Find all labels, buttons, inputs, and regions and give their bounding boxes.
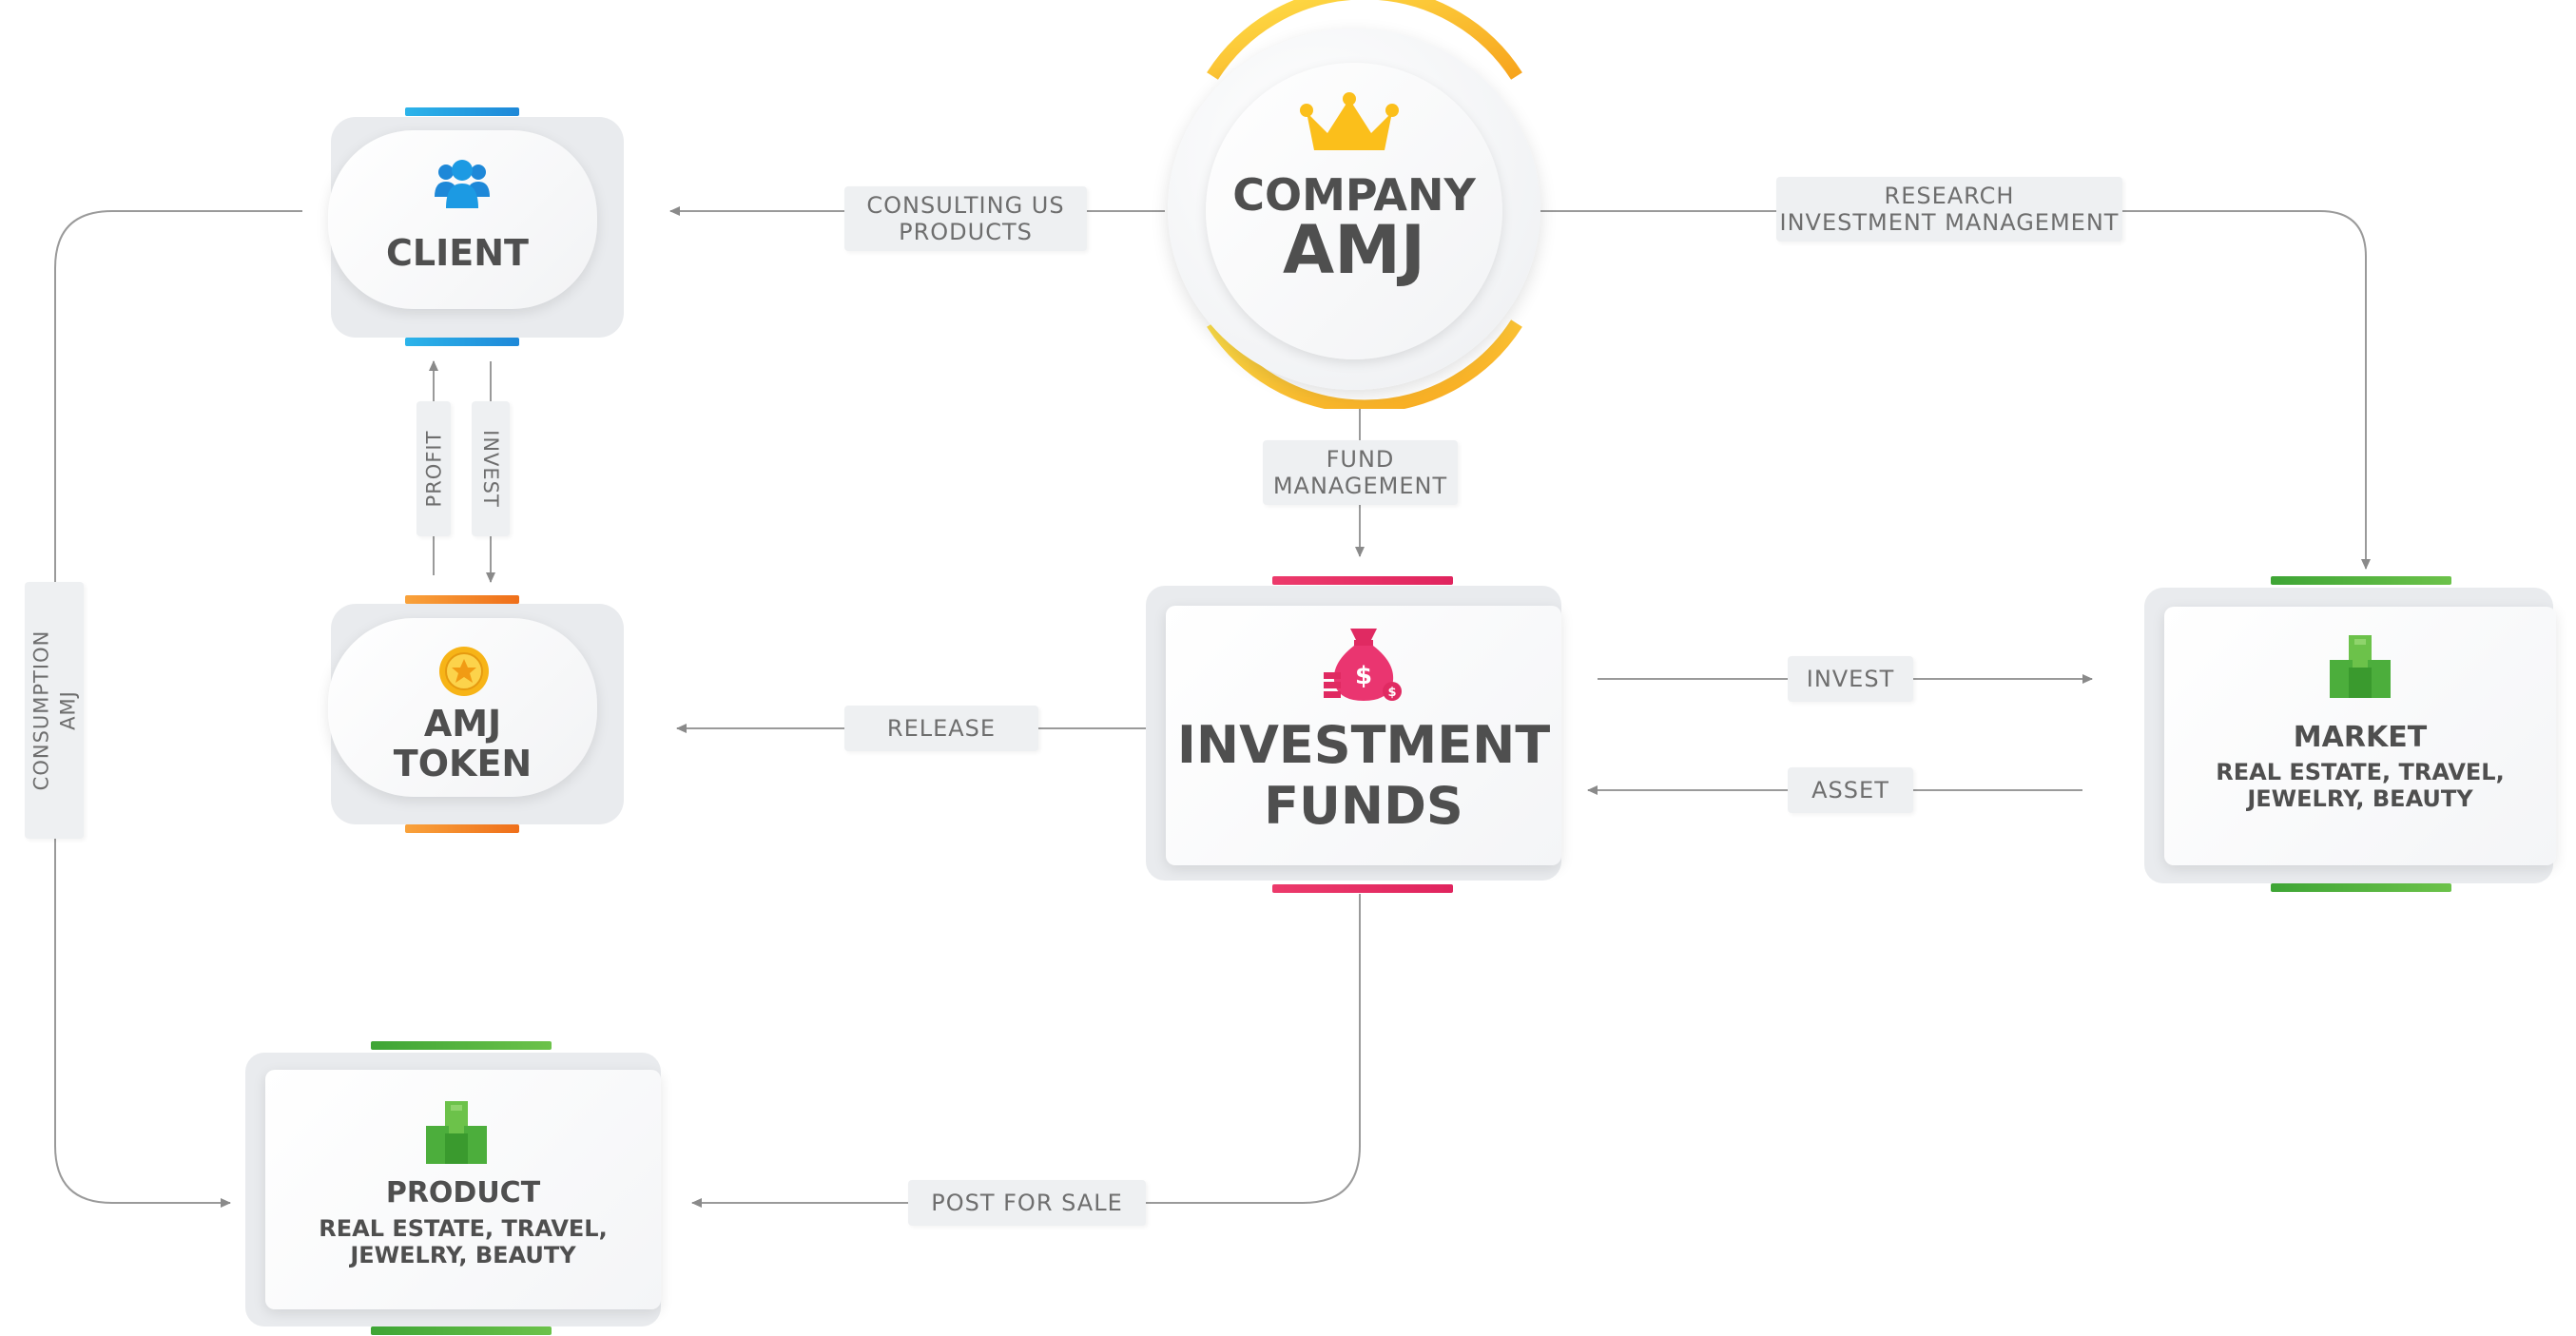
- market-top-bar: [2271, 576, 2451, 585]
- funds-label-line1: INVESTMENT: [1176, 715, 1551, 775]
- client-label: CLIENT: [386, 232, 529, 274]
- edge-label-consulting: CONSULTING US PRODUCTS: [844, 186, 1087, 251]
- product-bottom-bar: [371, 1326, 552, 1335]
- token-label-line2: TOKEN: [393, 743, 533, 784]
- token-bottom-bar: [405, 824, 519, 833]
- edge-post-for-sale: [691, 894, 1361, 1208]
- money-bag-icon: $ $: [1324, 629, 1402, 701]
- product-sub-line2: JEWELRY, BEAUTY: [350, 1242, 576, 1268]
- company-title-line2: AMJ: [1283, 211, 1425, 289]
- product-top-bar: [371, 1041, 552, 1050]
- client-top-bar: [405, 107, 519, 116]
- funds-bottom-bar: [1272, 884, 1453, 893]
- funds-top-bar: [1272, 576, 1453, 585]
- funds-label-line2: FUNDS: [1264, 776, 1463, 836]
- product-label: PRODUCT: [385, 1176, 541, 1210]
- edge-research: [1540, 210, 2371, 570]
- edge-label-post-for-sale: POST FOR SALE: [908, 1180, 1146, 1226]
- market-label: MARKET: [2293, 721, 2428, 754]
- edge-label-asset: ASSET: [1788, 767, 1913, 813]
- token-label-line1: AMJ: [423, 703, 502, 745]
- edge-label-release: RELEASE: [844, 706, 1038, 751]
- blocks-icon: [426, 1101, 487, 1164]
- edge-label-invest-right: INVEST: [1788, 656, 1913, 702]
- edge-label-fund-management: FUND MANAGEMENT: [1263, 440, 1458, 505]
- edge-label-invest-down: INVEST: [472, 401, 510, 536]
- company-title-line1: COMPANY: [1232, 169, 1476, 221]
- edge-label-profit: PROFIT: [416, 401, 451, 536]
- company-ring: [1207, 0, 1522, 409]
- token-top-bar: [405, 595, 519, 604]
- users-icon: [435, 160, 490, 208]
- edge-label-research: RESEARCH INVESTMENT MANAGEMENT: [1776, 177, 2122, 242]
- svg-text:$: $: [1387, 686, 1396, 700]
- market-bottom-bar: [2271, 883, 2451, 892]
- edge-label-consumption: CONSUMPTION AMJ: [25, 582, 84, 839]
- blocks-icon: [2330, 635, 2391, 698]
- market-sub-line2: JEWELRY, BEAUTY: [2247, 785, 2473, 812]
- crown-icon: [1300, 92, 1399, 150]
- client-bottom-bar: [405, 338, 519, 346]
- product-sub-line1: REAL ESTATE, TRAVEL,: [319, 1215, 608, 1242]
- svg-text:$: $: [1355, 662, 1372, 690]
- market-sub-line1: REAL ESTATE, TRAVEL,: [2216, 759, 2505, 785]
- coin-icon: [439, 647, 489, 696]
